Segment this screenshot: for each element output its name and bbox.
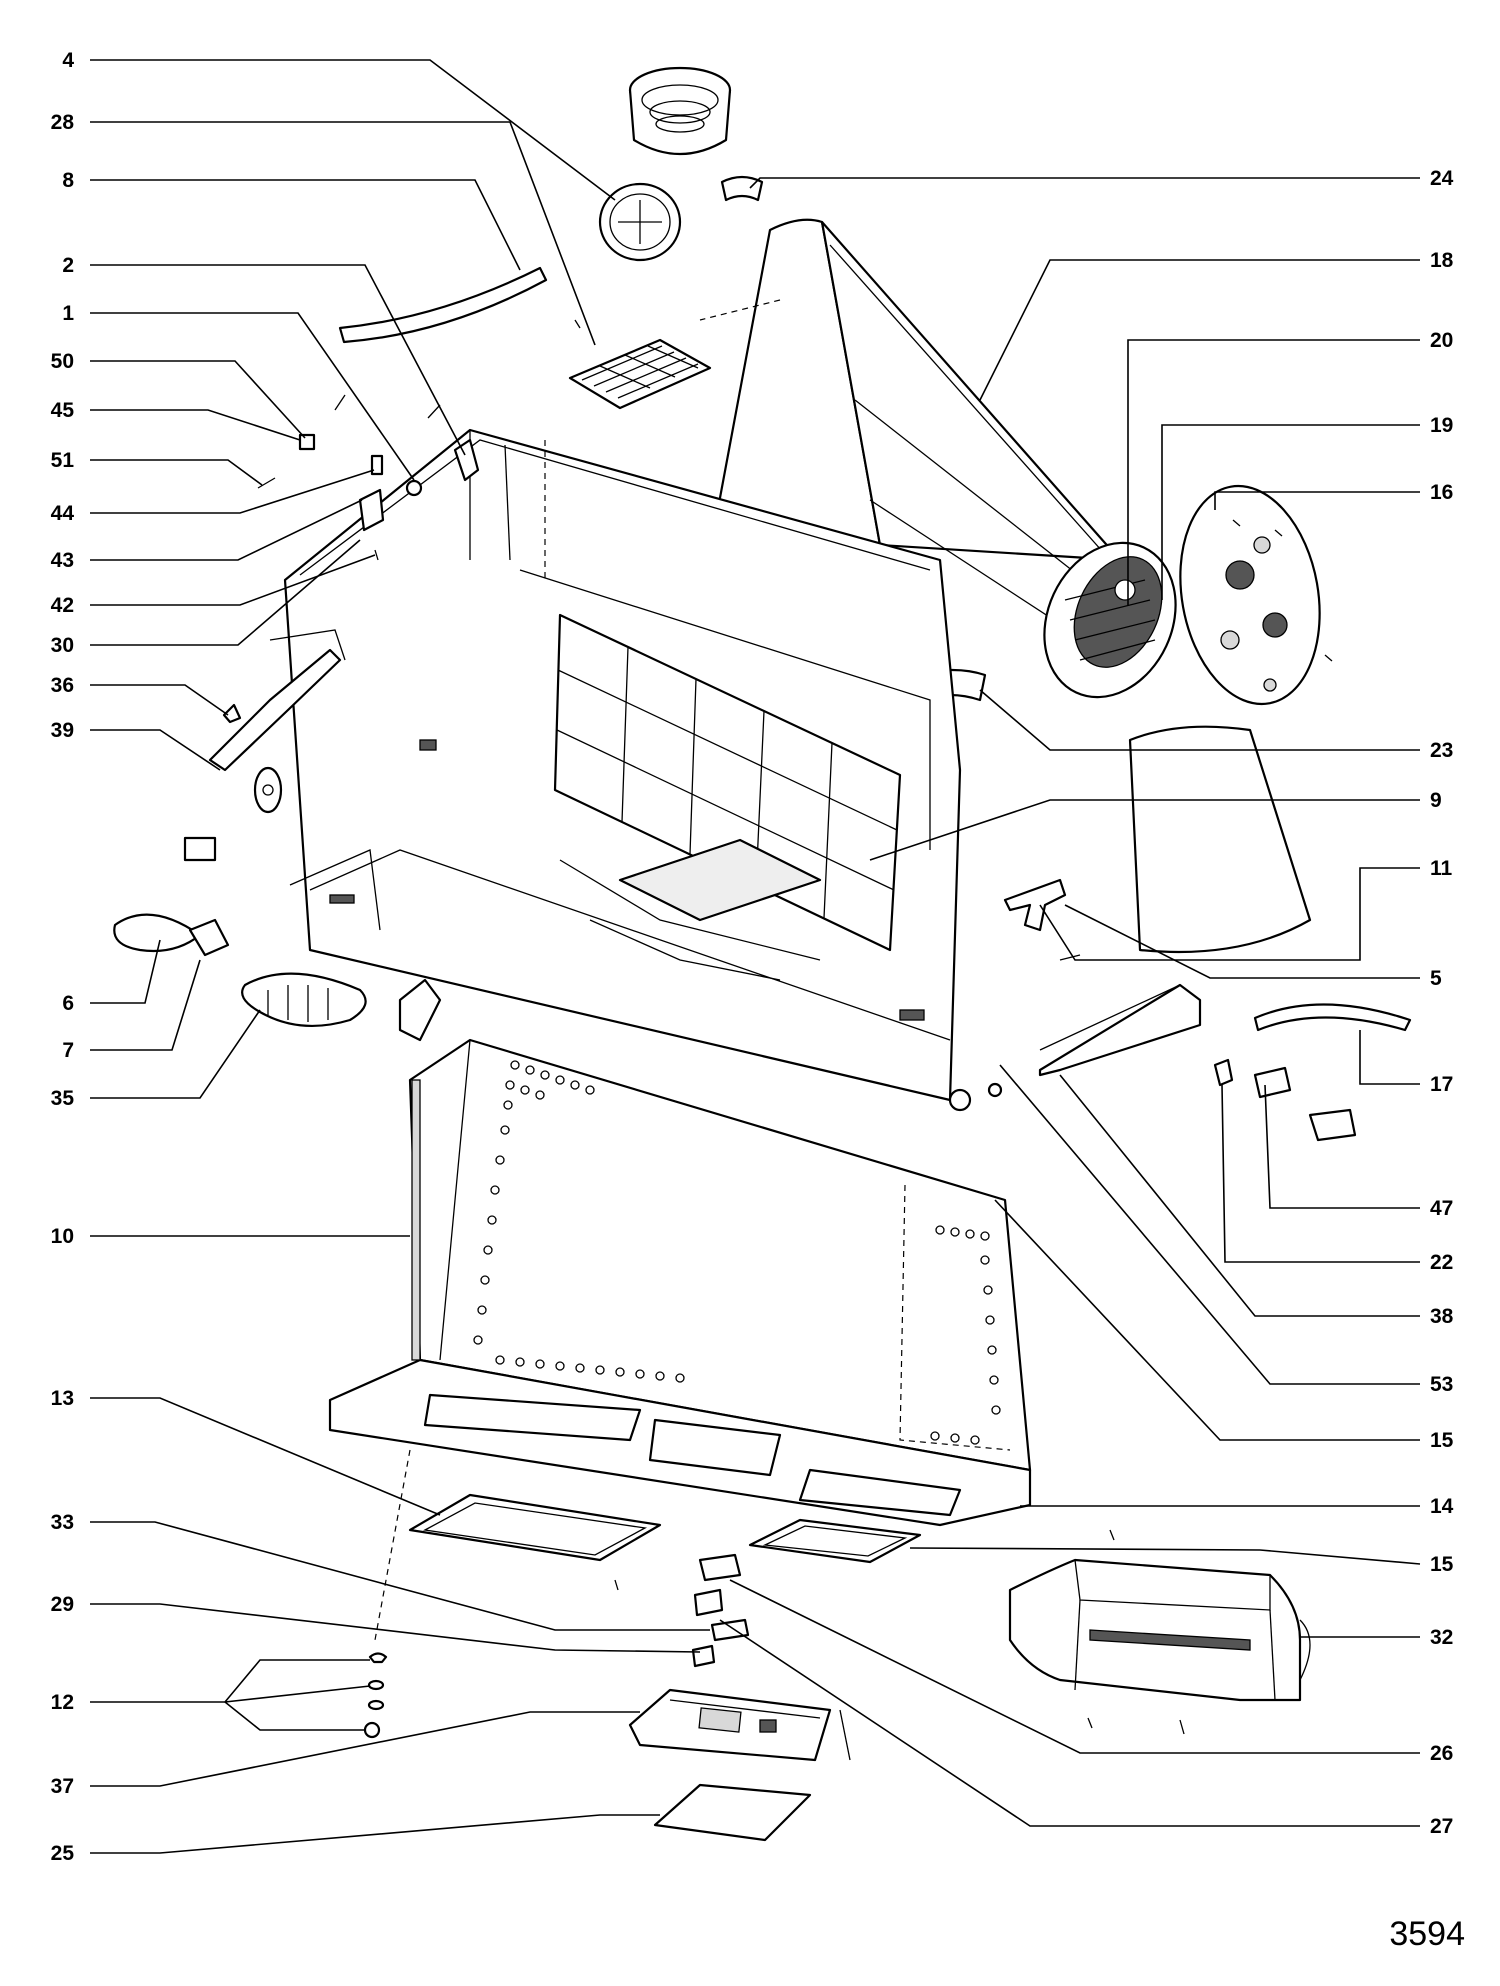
side-bracket (208, 629, 346, 772)
top-bracket (720, 175, 764, 202)
callout-labels: 4 28 8 2 1 50 45 51 44 43 42 30 36 39 6 … (51, 49, 1454, 1865)
callout-11: 11 (1430, 857, 1453, 880)
right-small-parts (1003, 878, 1412, 1142)
fasteners (363, 1449, 411, 1739)
lamp-assembly (113, 766, 442, 1042)
control-board (628, 1688, 851, 1842)
callout-10: 10 (51, 1225, 74, 1248)
callout-51: 51 (51, 449, 75, 472)
lamp-covers (408, 1493, 922, 1564)
callout-50: 50 (51, 350, 74, 373)
callout-47: 47 (1430, 1197, 1453, 1220)
callout-43: 43 (51, 549, 74, 572)
fan-motor (1043, 541, 1177, 699)
callout-5: 5 (1430, 967, 1442, 990)
lower-housing (328, 1038, 1032, 1527)
callout-28: 28 (51, 111, 75, 134)
callout-38: 38 (1430, 1305, 1454, 1328)
callout-23: 23 (1430, 739, 1453, 762)
small-filter (568, 338, 712, 410)
callout-53: 53 (1430, 1373, 1453, 1396)
callout-20: 20 (1430, 329, 1453, 352)
callout-25: 25 (51, 1842, 75, 1865)
vent-holes (473, 1060, 1001, 1445)
callout-45: 45 (51, 399, 75, 422)
drawing-code: 3594 (1389, 1915, 1465, 1953)
callout-35: 35 (51, 1087, 75, 1110)
parts-illustration (113, 66, 1412, 1842)
hood-body (283, 428, 962, 1102)
motor-plate (1179, 484, 1321, 706)
callout-2: 2 (62, 254, 74, 277)
callout-33: 33 (51, 1511, 74, 1534)
callout-1: 1 (62, 302, 74, 325)
leader-lines (90, 59, 1421, 1854)
callout-39: 39 (51, 719, 74, 742)
callout-8: 8 (62, 169, 74, 192)
left-small-parts (257, 394, 480, 561)
screws (574, 319, 1333, 1735)
callout-15-lower: 15 (1430, 1553, 1454, 1576)
curved-strip (338, 266, 548, 344)
callout-9: 9 (1430, 789, 1442, 812)
callout-36: 36 (51, 674, 74, 697)
callout-12: 12 (51, 1691, 74, 1714)
callout-6: 6 (62, 992, 74, 1015)
chimney-cover (698, 218, 1312, 954)
callout-29: 29 (51, 1593, 74, 1616)
callout-17: 17 (1430, 1073, 1453, 1096)
callout-15-upper: 15 (1430, 1429, 1454, 1452)
switch-parts (691, 1553, 750, 1668)
callout-13: 13 (51, 1387, 74, 1410)
duct-collar (598, 66, 732, 262)
callout-37: 37 (51, 1775, 74, 1798)
callout-16: 16 (1430, 481, 1453, 504)
callout-18: 18 (1430, 249, 1454, 272)
callout-14: 14 (1430, 1495, 1454, 1518)
callout-32: 32 (1430, 1626, 1453, 1649)
callout-4: 4 (62, 49, 74, 72)
callout-42: 42 (51, 594, 74, 617)
callout-44: 44 (51, 502, 75, 525)
callout-24: 24 (1430, 167, 1454, 190)
callout-22: 22 (1430, 1251, 1453, 1274)
blower-housing (1008, 1558, 1311, 1702)
callout-7: 7 (62, 1039, 74, 1062)
callout-26: 26 (1430, 1742, 1453, 1765)
callout-19: 19 (1430, 414, 1453, 437)
callout-30: 30 (51, 634, 74, 657)
callout-27: 27 (1430, 1815, 1453, 1838)
